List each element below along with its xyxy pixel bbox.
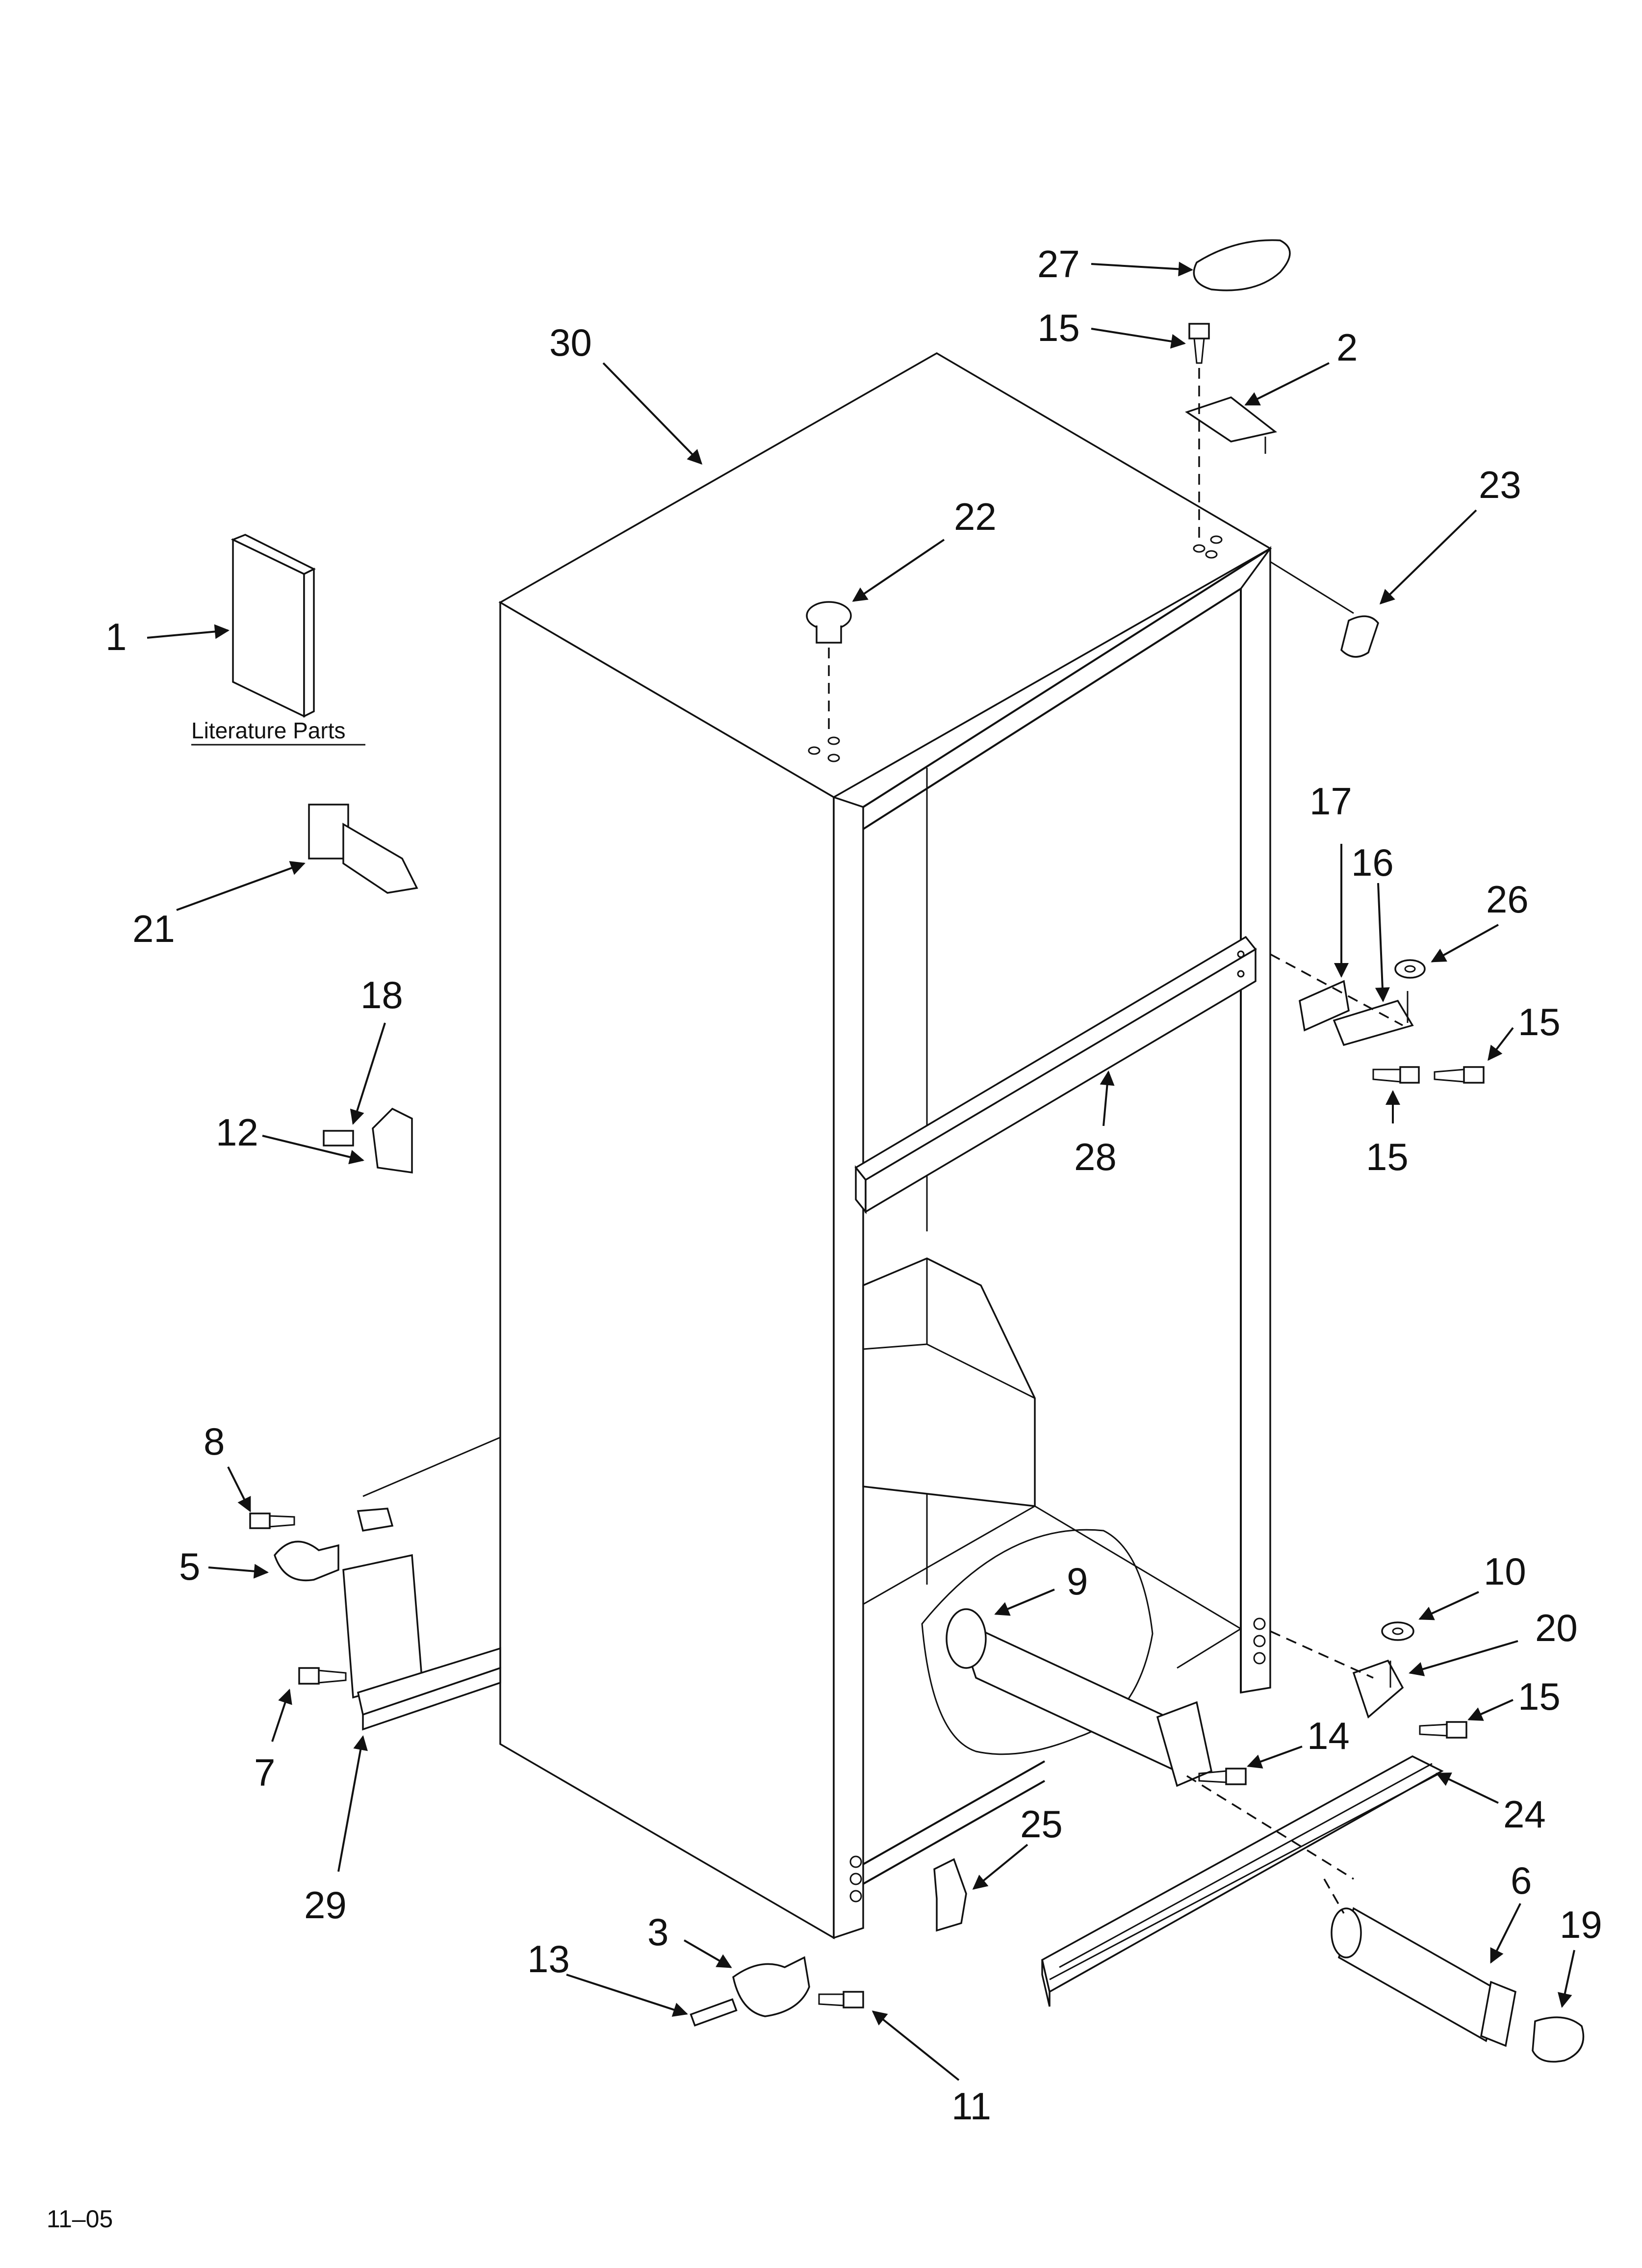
- callout-8: 8: [204, 1420, 225, 1463]
- part-10-washer: [1381, 1621, 1414, 1641]
- callout-21: 21: [132, 907, 175, 950]
- callout-1: 1: [105, 615, 127, 658]
- callout-15-top: 15: [1037, 306, 1080, 349]
- callout-16: 16: [1351, 841, 1394, 884]
- callout-28: 28: [1074, 1135, 1117, 1178]
- part-20-bottom-hinge: [1352, 1659, 1404, 1719]
- part-12-bracket: [323, 1107, 413, 1174]
- part-29-lower-hinge-bracket: [342, 1436, 501, 1731]
- part-26-washer: [1394, 959, 1426, 979]
- callout-6: 6: [1511, 1859, 1532, 1902]
- callout-15-right: 15: [1518, 1000, 1561, 1043]
- part-24-grille: [1041, 1755, 1444, 2007]
- callout-2: 2: [1336, 326, 1358, 369]
- callout-23: 23: [1479, 463, 1521, 506]
- callout-17: 17: [1309, 780, 1352, 823]
- part-15-screw-top: [1188, 323, 1210, 364]
- part-3-cover: [732, 1956, 810, 2017]
- part-7-screw: [298, 1667, 347, 1685]
- callout-30: 30: [549, 321, 592, 364]
- leader-lines: [147, 261, 1575, 2081]
- callout-13: 13: [527, 1937, 570, 1981]
- callout-9: 9: [1067, 1560, 1088, 1603]
- callout-27: 27: [1037, 242, 1080, 286]
- part-8-screw: [249, 1512, 295, 1529]
- part-16-17-center-hinge: [1299, 980, 1414, 1046]
- callout-22: 22: [954, 495, 997, 538]
- part-25-clip: [933, 1858, 967, 1932]
- part-6-water-filter: [1331, 1907, 1516, 2047]
- callout-10: 10: [1484, 1550, 1526, 1593]
- revision-date-code: 11–05: [47, 2205, 113, 2233]
- part-15-screw-right: [1434, 1066, 1485, 1084]
- callout-12: 12: [216, 1111, 258, 1154]
- part-15-screw-lower: [1419, 1721, 1467, 1739]
- part-11-screw: [818, 1991, 864, 2008]
- part-19-filter-cap: [1532, 2016, 1585, 2063]
- callout-3: 3: [647, 1910, 668, 1954]
- callout-labels: 1 2 3 5 6 7 8 9 10 11 12 13 14 15 15 15 …: [47, 242, 1602, 2233]
- callout-19: 19: [1560, 1903, 1602, 1946]
- part-14-screw: [1198, 1768, 1247, 1785]
- part-5-clamp: [274, 1540, 339, 1582]
- callout-11: 11: [951, 2085, 991, 2128]
- callout-24: 24: [1503, 1793, 1546, 1836]
- part-22-plug: [806, 601, 852, 644]
- cabinet-body: [498, 352, 1272, 1940]
- callout-14: 14: [1307, 1714, 1350, 1757]
- callout-29: 29: [304, 1883, 347, 1927]
- literature-parts-book: [231, 534, 316, 718]
- callout-5: 5: [179, 1545, 200, 1588]
- callout-15-center: 15: [1366, 1135, 1409, 1178]
- callout-25: 25: [1020, 1802, 1063, 1846]
- part-13-pin: [690, 1998, 738, 2027]
- callout-7: 7: [254, 1751, 275, 1794]
- literature-parts-label: Literature Parts: [191, 718, 345, 743]
- callout-18: 18: [360, 973, 403, 1017]
- part-23-clip: [1340, 615, 1379, 658]
- mullion-bar: [854, 936, 1257, 1214]
- part-15-screw-center: [1372, 1066, 1420, 1084]
- callout-20: 20: [1535, 1606, 1578, 1649]
- callout-26: 26: [1486, 878, 1529, 921]
- callout-15-lower: 15: [1518, 1675, 1561, 1718]
- part-27-hinge-cover: [1193, 239, 1291, 291]
- part-21-support: [308, 804, 418, 894]
- part-2-top-hinge: [1185, 396, 1278, 454]
- part-9-water-valve: [921, 1529, 1213, 1787]
